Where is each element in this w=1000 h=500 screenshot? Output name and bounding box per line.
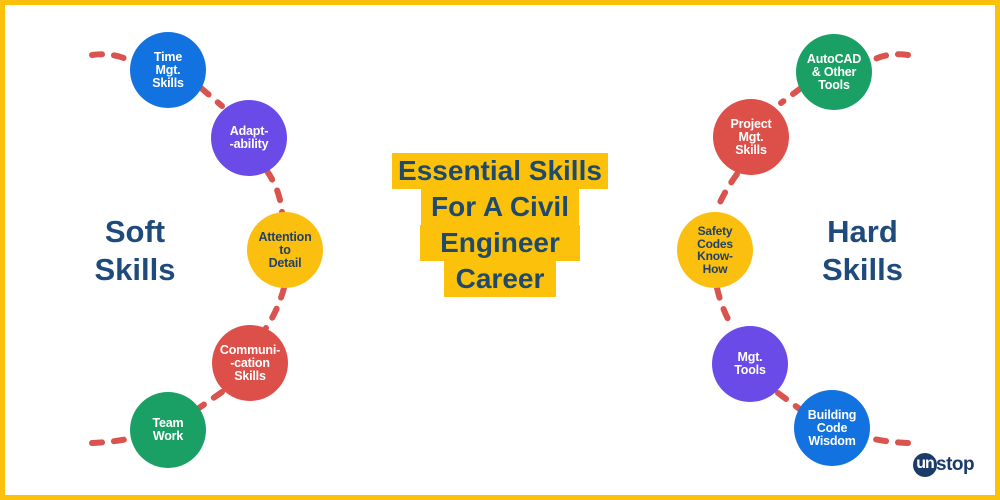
node-attention-to-detail: Attention to Detail: [247, 212, 323, 288]
node-management-tools: Mgt. Tools: [712, 326, 788, 402]
soft-skills-heading: Soft Skills: [94, 214, 176, 287]
node-time-management: Time Mgt. Skills: [130, 32, 206, 108]
title-line-2: For A Civil: [421, 189, 579, 225]
node-autocad-tools: AutoCAD & Other Tools: [796, 34, 872, 110]
node-communication: Communi- -cation Skills: [212, 325, 288, 401]
main-title: Essential Skills For A Civil Engineer Ca…: [376, 153, 624, 297]
logo-text: stop: [936, 454, 975, 475]
node-adaptability: Adapt- -ability: [211, 100, 287, 176]
title-line-4: Career: [443, 261, 557, 297]
logo-mark: un: [913, 453, 937, 477]
node-safety-codes: Safety Codes Know- How: [677, 212, 753, 288]
node-team-work: Team Work: [130, 392, 206, 468]
node-building-code: Building Code Wisdom: [794, 390, 870, 466]
hard-skills-heading: Hard Skills: [822, 214, 903, 287]
unstop-logo: un stop: [913, 453, 975, 477]
title-line-3: Engineer: [420, 225, 580, 261]
title-line-1: Essential Skills: [392, 153, 608, 189]
node-project-management: Project Mgt. Skills: [713, 99, 789, 175]
